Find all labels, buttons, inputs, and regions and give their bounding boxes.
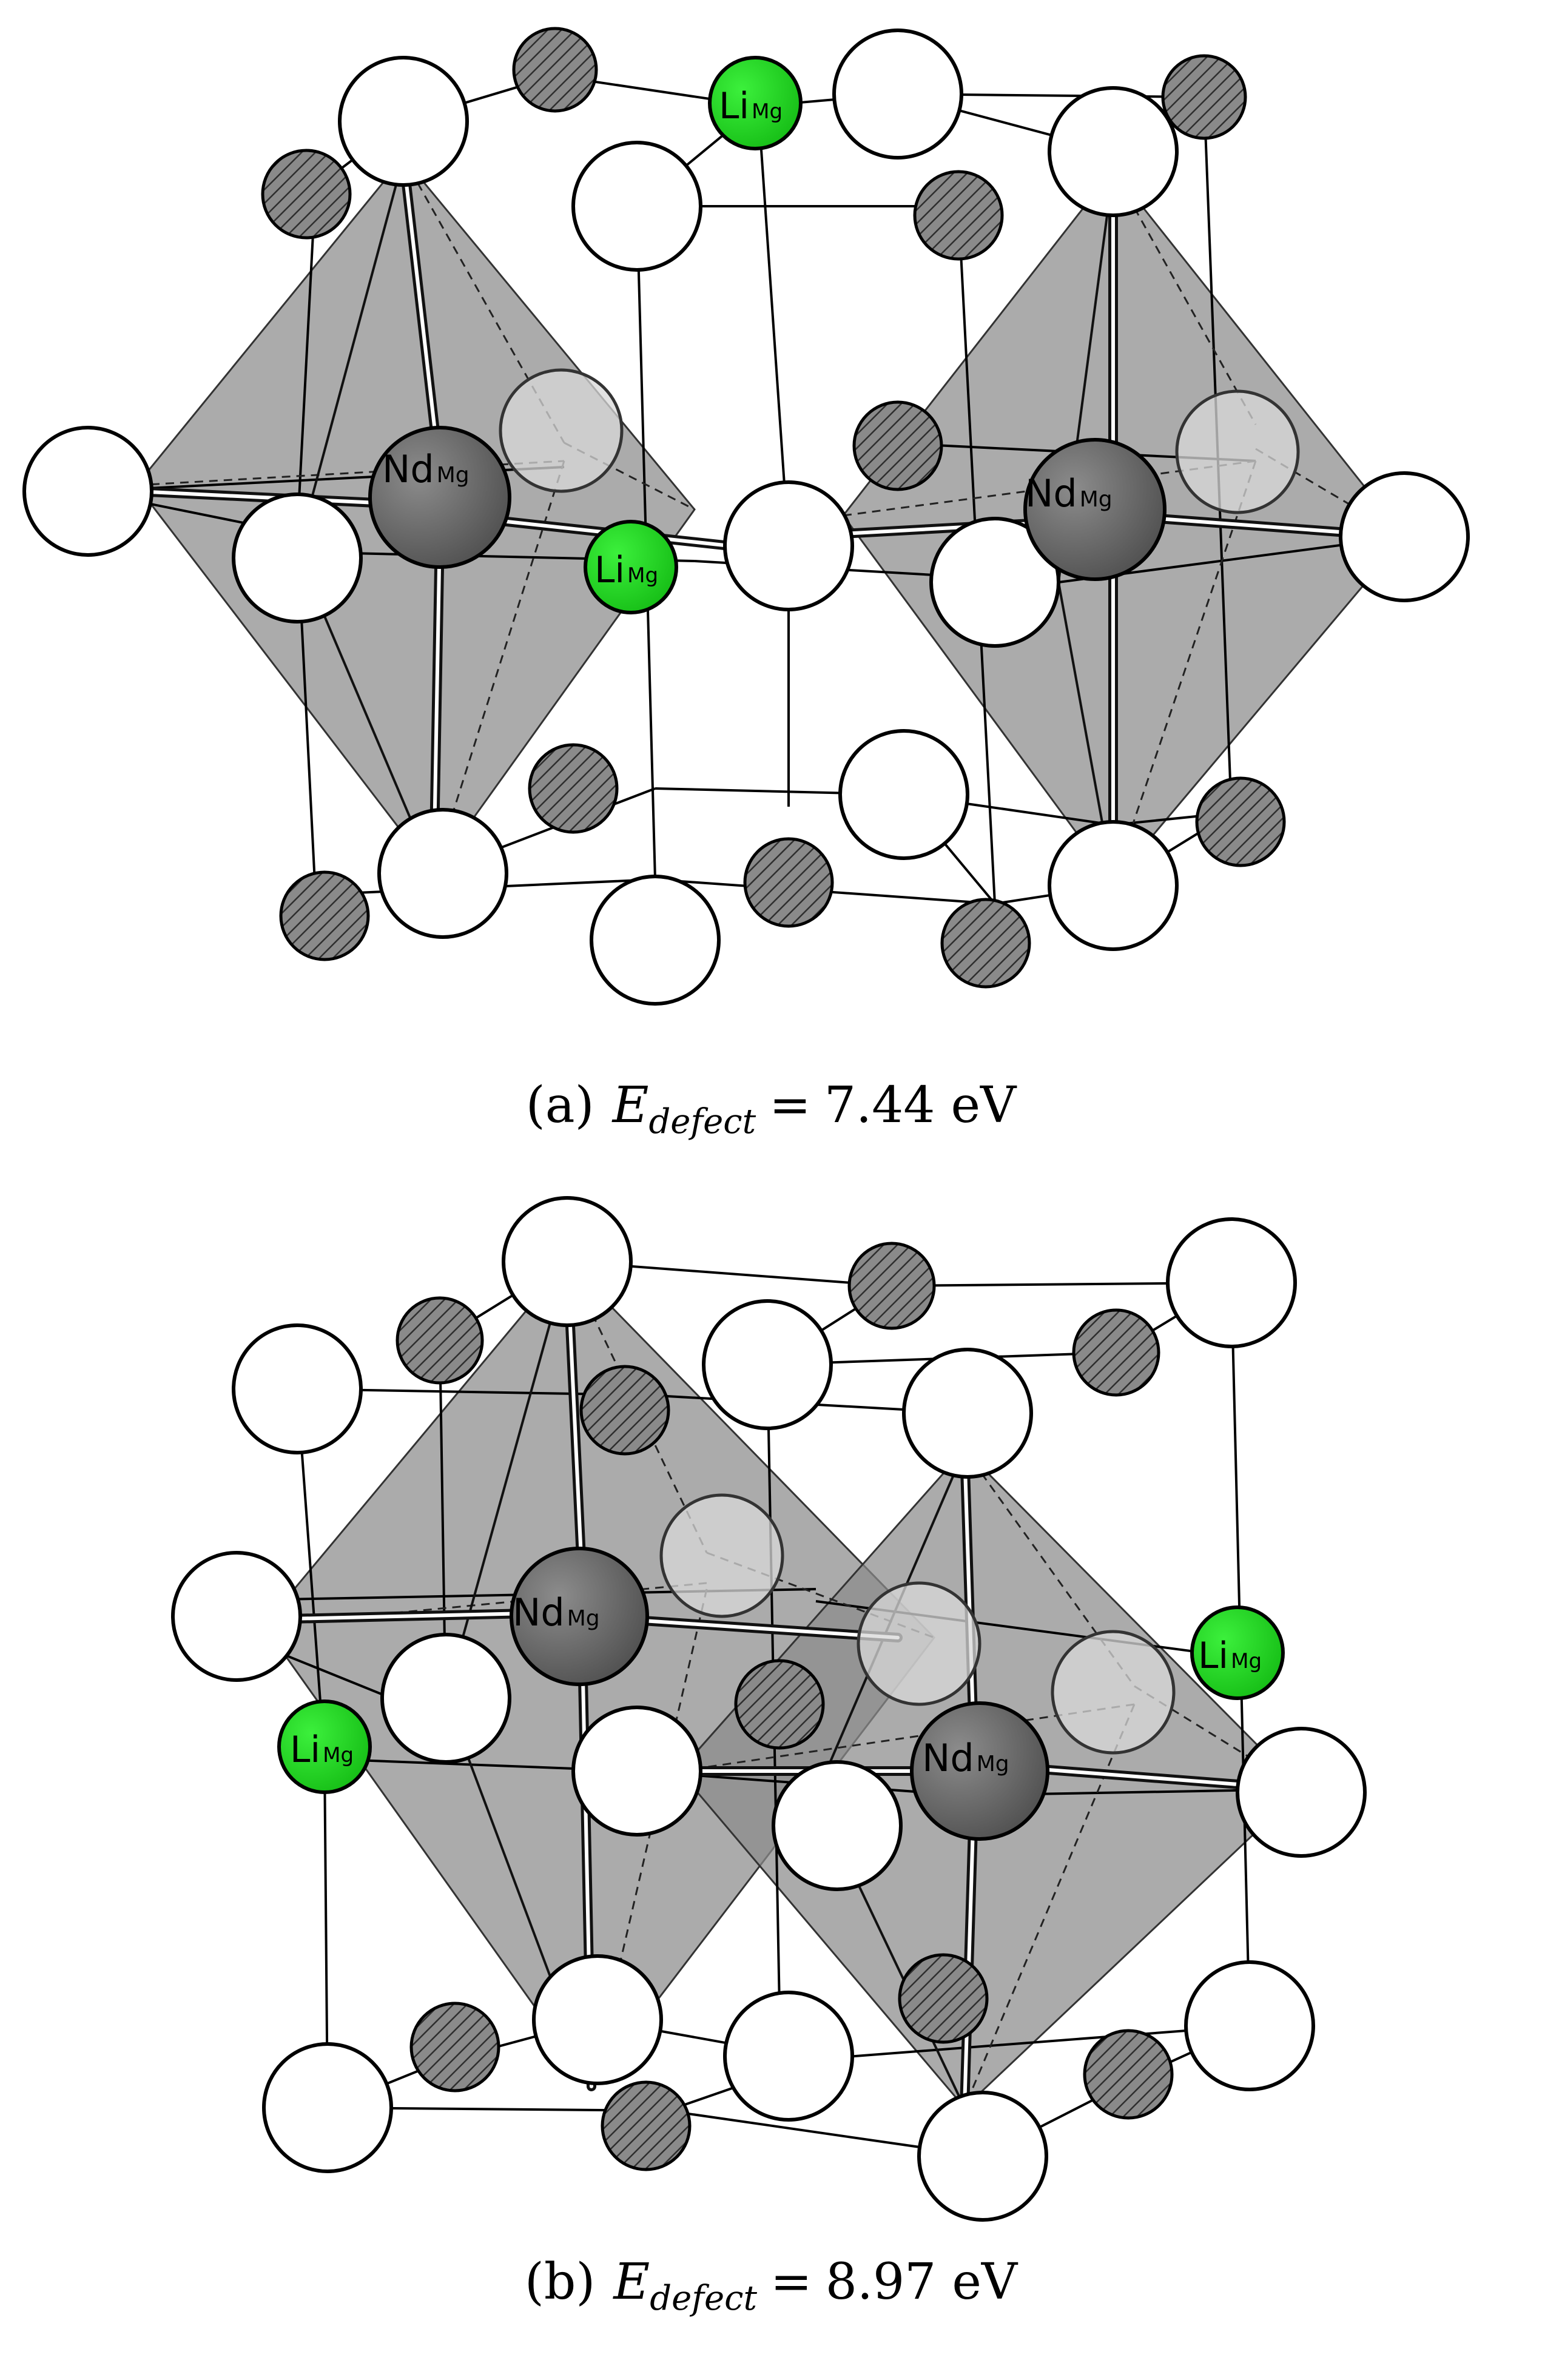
magnesium-atom	[409, 2002, 500, 2093]
oxygen-atom	[1175, 389, 1300, 514]
magnesium-atom	[734, 1659, 825, 1750]
oxygen-atom	[857, 1581, 981, 1706]
neodymium-atom	[510, 1547, 649, 1686]
oxygen-atom	[262, 2042, 393, 2173]
magnesium-atom	[852, 400, 943, 491]
oxygen-atom	[723, 480, 854, 611]
magnesium-atom	[913, 170, 1004, 261]
oxygen-atom	[1051, 1630, 1176, 1755]
neodymium-atom	[368, 426, 511, 569]
magnesium-atom	[1195, 776, 1286, 867]
oxygen-atom	[929, 517, 1060, 648]
oxygen-atom	[377, 808, 508, 939]
magnesium-atom	[940, 898, 1031, 989]
magnesium-atom	[898, 1953, 989, 2044]
oxygen-atom	[1166, 1217, 1297, 1348]
oxygen-atom	[917, 2091, 1048, 2222]
oxygen-atom	[571, 141, 702, 272]
neodymium-atom	[910, 1701, 1049, 1841]
caption-b: (b)Edefect=8.97 eV	[525, 2253, 1018, 2318]
oxygen-atom	[502, 1196, 633, 1327]
oxygen-atom	[338, 56, 469, 187]
magnesium-atom	[1083, 2029, 1174, 2120]
oxygen-atom	[232, 1323, 363, 1454]
magnesium-atom	[528, 743, 619, 834]
oxygen-atom	[832, 29, 963, 160]
oxygen-atom	[1184, 1960, 1315, 2091]
magnesium-atom	[279, 870, 370, 961]
magnesium-atom	[512, 27, 598, 113]
oxygen-atom	[902, 1348, 1033, 1479]
oxygen-atom	[22, 426, 153, 557]
oxygen-atom	[772, 1760, 903, 1891]
oxygen-atom	[232, 492, 363, 624]
neodymium-atom	[1023, 438, 1167, 581]
oxygen-atom	[532, 1954, 663, 2085]
oxygen-atom	[499, 368, 624, 493]
oxygen-atom	[659, 1493, 784, 1618]
lithium-atom	[708, 56, 803, 150]
oxygen-atom	[838, 729, 969, 860]
oxygen-atom	[171, 1551, 302, 1682]
oxygen-atom	[1048, 820, 1179, 951]
magnesium-atom	[1072, 1308, 1160, 1397]
oxygen-atom	[1339, 471, 1470, 602]
oxygen-atom	[1048, 86, 1179, 217]
magnesium-atom	[396, 1296, 484, 1385]
magnesium-atom	[743, 837, 834, 928]
oxygen-atom	[1236, 1727, 1367, 1858]
lithium-atom	[584, 520, 678, 614]
magnesium-atom	[261, 149, 352, 240]
magnesium-atom	[601, 2080, 692, 2171]
magnesium-atom	[1161, 54, 1247, 140]
lithium-atom	[277, 1699, 372, 1794]
caption-a: (a)Edefect=7.44 eV	[526, 1077, 1017, 1141]
lithium-atom	[1190, 1605, 1285, 1700]
oxygen-atom	[380, 1633, 511, 1764]
oxygen-atom	[571, 1706, 702, 1837]
oxygen-atom	[590, 875, 721, 1006]
magnesium-atom	[847, 1242, 936, 1330]
oxygen-atom	[723, 1991, 854, 2122]
oxygen-atom	[702, 1299, 833, 1430]
magnesium-atom	[579, 1365, 670, 1456]
